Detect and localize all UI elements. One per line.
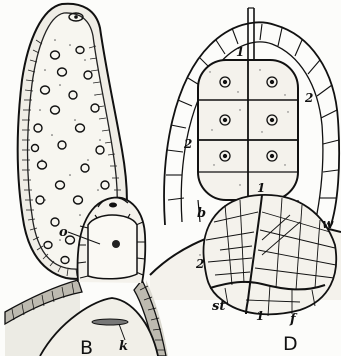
panel-c-label-2-left: 2	[183, 137, 192, 151]
panel-d-label-b: b	[197, 206, 206, 221]
panel-d-label: D	[283, 333, 298, 355]
panel-d-label-f: f	[289, 312, 298, 327]
panel-b-egg-nucleus	[112, 240, 120, 248]
panel-c-label-2-right: 2	[304, 91, 313, 105]
panel-d-label-st: st	[212, 299, 225, 314]
panel-d-label-1-top: 1	[257, 181, 265, 195]
panel-b-label-o: o	[59, 225, 68, 240]
panel-b-k-structure	[92, 319, 128, 325]
panel-b-label: B	[80, 337, 93, 356]
panel-d-label-w: w	[322, 217, 334, 232]
panel-d-label-1-bottom: 1	[256, 309, 264, 323]
panel-d-label-2-left: 2	[195, 257, 204, 271]
panel-c-label-1-top: 1	[236, 45, 244, 59]
panel-d-drawing: b w st f 1 1 2 D	[195, 181, 336, 355]
panel-b-label-k: k	[119, 339, 128, 354]
panel-d-outline	[203, 195, 336, 314]
